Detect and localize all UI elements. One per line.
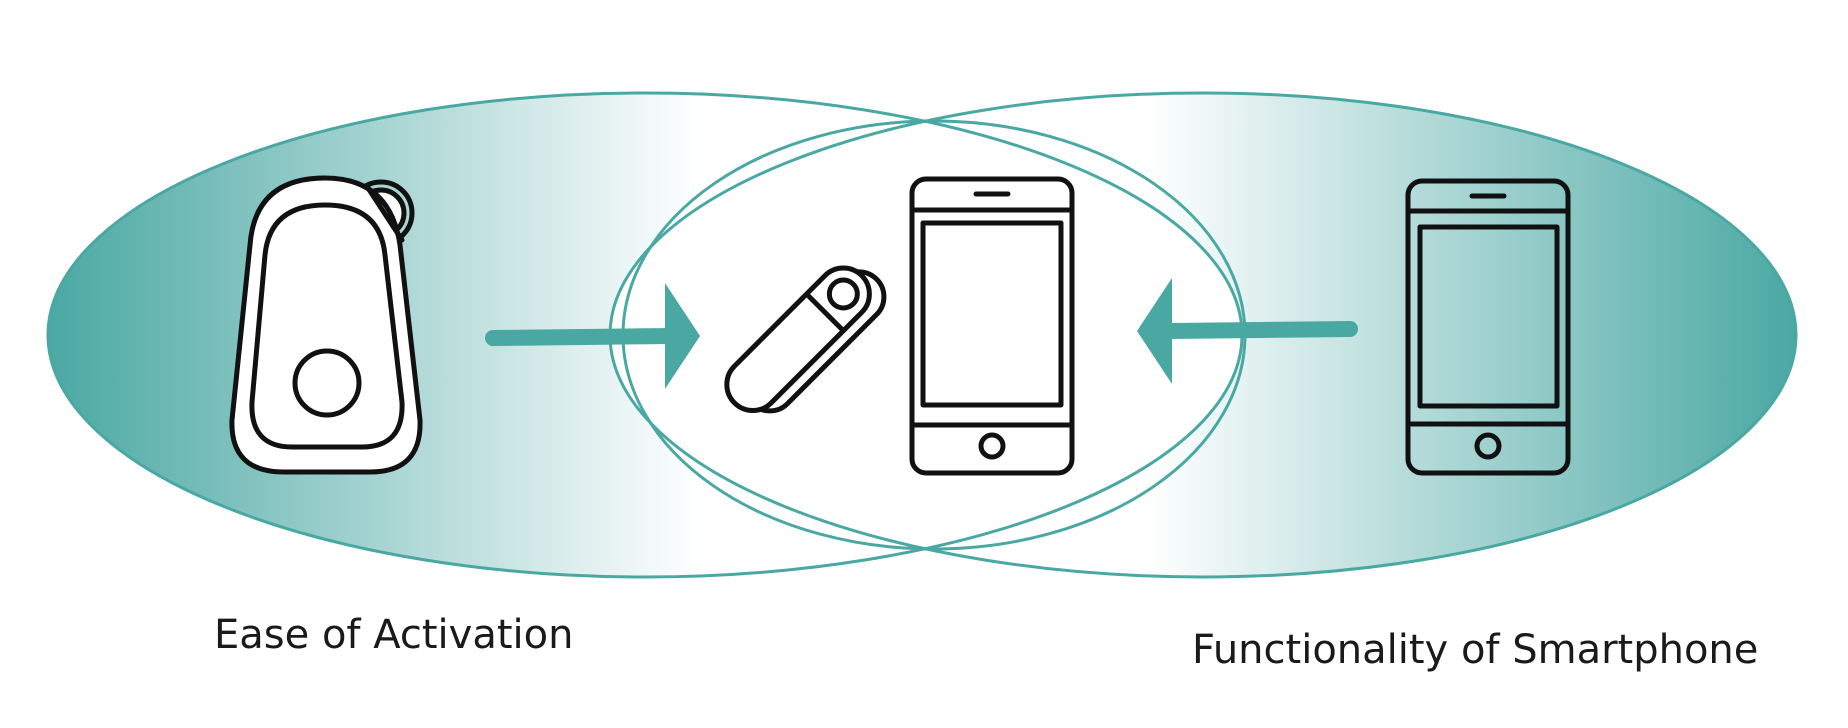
label-ease-of-activation: Ease of Activation — [214, 612, 574, 658]
keyfob-tracker-icon — [229, 175, 423, 475]
panic-button-icon — [724, 265, 887, 414]
arrow-left-icon — [1137, 278, 1358, 384]
smartphone-icon — [1405, 178, 1571, 476]
arrow-right-icon — [485, 283, 700, 389]
label-functionality-of-smartphone: Functionality of Smartphone — [1192, 627, 1759, 673]
smartphone-icon — [909, 176, 1075, 476]
